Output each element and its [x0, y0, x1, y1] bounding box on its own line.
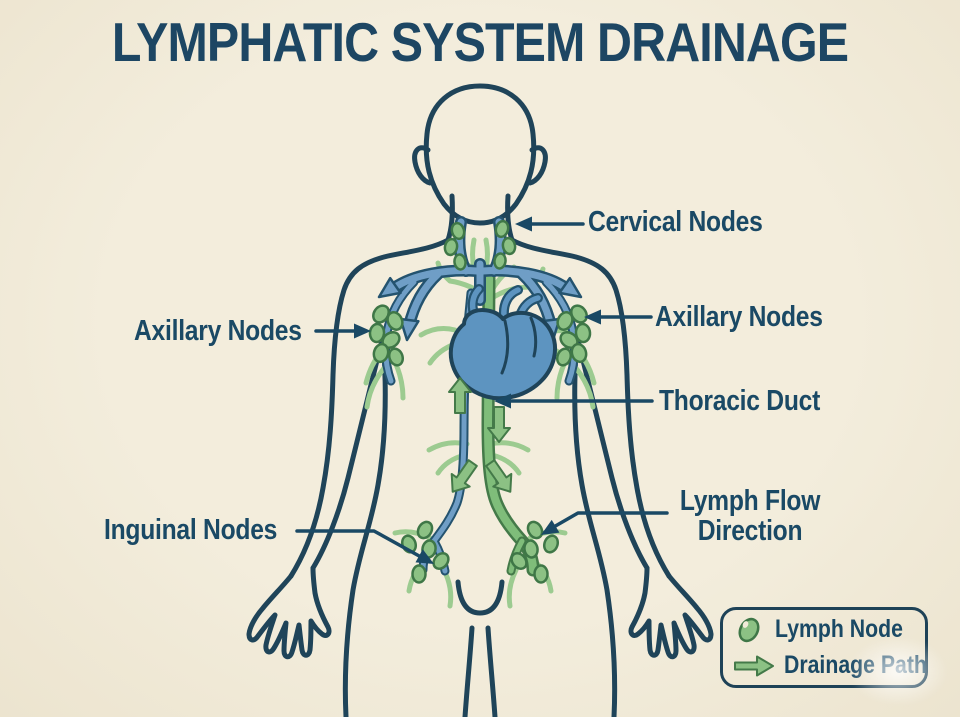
drainage-path-arrow-icon [733, 652, 775, 680]
label-pointer-arrows [295, 216, 669, 564]
legend-row-drainage-path: Drainage Path [733, 650, 927, 682]
heart [448, 284, 557, 401]
lymph-flow-arrows [448, 377, 513, 493]
lymph-node-icon [733, 614, 766, 646]
cervical-nodes-left [443, 221, 467, 271]
axillary-nodes-left [368, 304, 405, 367]
axillary-nodes-left-label: Axillary Nodes [134, 315, 302, 347]
inguinal-pointer [295, 529, 423, 559]
inguinal-nodes-label: Inguinal Nodes [104, 514, 278, 546]
blue-vessel-tree [377, 216, 583, 576]
axillary-nodes-right-label: Axillary Nodes [655, 301, 823, 333]
cervical-nodes-label: Cervical Nodes [588, 206, 763, 238]
legend-label-lymph-node: Lymph Node [774, 615, 903, 643]
left-hand-outline [246, 565, 332, 660]
right-hand-outline [628, 565, 714, 660]
thoracic-duct-label: Thoracic Duct [659, 385, 821, 417]
lymph-flow-line1: Lymph Flow [679, 485, 821, 517]
crotch-outline [455, 579, 505, 616]
lymph-flow-pointer [543, 511, 669, 534]
page-title: LYMPHATIC SYSTEM DRAINAGE [111, 11, 849, 73]
lymph-flow-direction-label: Lymph Flow Direction [669, 486, 831, 547]
body-outline [246, 83, 714, 717]
cervical-nodes-right [493, 219, 517, 270]
axillary-nodes-right [555, 304, 592, 367]
legend-box: Lymph Node Drainage Path [720, 607, 928, 688]
legend-row-lymph-node: Lymph Node [733, 614, 925, 646]
left-ear-outline [412, 145, 433, 186]
right-ear-outline [527, 145, 548, 186]
lymph-flow-line2: Direction [697, 515, 803, 548]
legend-label-drainage-path: Drainage Path [784, 651, 927, 679]
inguinal-nodes-right [510, 520, 560, 584]
head-outline [423, 83, 537, 226]
lymph-nodes [368, 219, 592, 584]
